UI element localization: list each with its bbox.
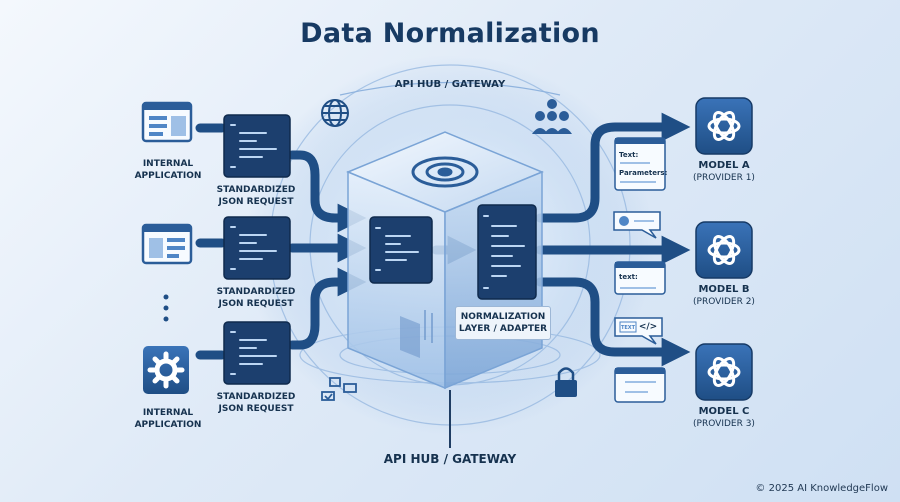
payload-text-field-2: text: [619, 273, 638, 281]
hub-top-label: API HUB / GATEWAY [394, 79, 506, 90]
code-icon: </> [638, 322, 658, 332]
payload-text-field: Text: [619, 151, 639, 159]
payload-card-1 [614, 137, 666, 191]
inner-code-panel-left [369, 216, 433, 284]
inner-code-panel-right [477, 204, 537, 300]
outbound-arrows [535, 112, 691, 367]
payload-bubble-2 [614, 317, 663, 345]
payload-parameters-field: Parameters: [619, 169, 668, 177]
payload-card-2 [614, 261, 666, 295]
cube-top-target-icon [411, 156, 479, 188]
request-code-card-2 [223, 216, 291, 280]
source-app-icon-2 [141, 223, 193, 265]
arrow-request1 [287, 150, 367, 233]
openai-logo-icon [707, 357, 741, 387]
request-code-card-1 [223, 114, 291, 178]
model-b-label: MODEL B(PROVIDER 2) [693, 284, 755, 307]
copyright-text: © 2025 AI KnowledgeFlow [755, 483, 888, 494]
workflow-icon [321, 377, 357, 401]
openai-logo-icon [707, 235, 741, 265]
request-code-card-3 [223, 321, 291, 385]
source-gear-icon [143, 346, 189, 394]
lock-icon [555, 367, 577, 397]
page-title: Data Normalization [300, 18, 600, 49]
hub-bottom-label: API HUB / GATEWAY [383, 452, 517, 466]
model-a-label: MODEL A(PROVIDER 1) [693, 160, 755, 183]
arrow-request3 [287, 267, 367, 350]
arrow-model-c [535, 277, 691, 367]
model-tile-b [695, 221, 753, 279]
source-app-icon-1 [141, 101, 193, 143]
payload-card-3 [614, 367, 666, 403]
payload-bubble-1 [613, 211, 661, 239]
model-tile-c [695, 343, 753, 401]
model-tile-a [695, 97, 753, 155]
cube-door [400, 316, 420, 358]
hub-top-arc [339, 81, 561, 96]
openai-logo-icon [707, 111, 741, 141]
arrow-model-a [535, 112, 691, 223]
payload-text-tag: TEXT [620, 325, 636, 331]
user-group-icon [532, 99, 572, 134]
ellipsis-dots [163, 294, 169, 322]
model-c-label: MODEL C(PROVIDER 3) [693, 406, 755, 429]
globe-icon [321, 99, 349, 127]
